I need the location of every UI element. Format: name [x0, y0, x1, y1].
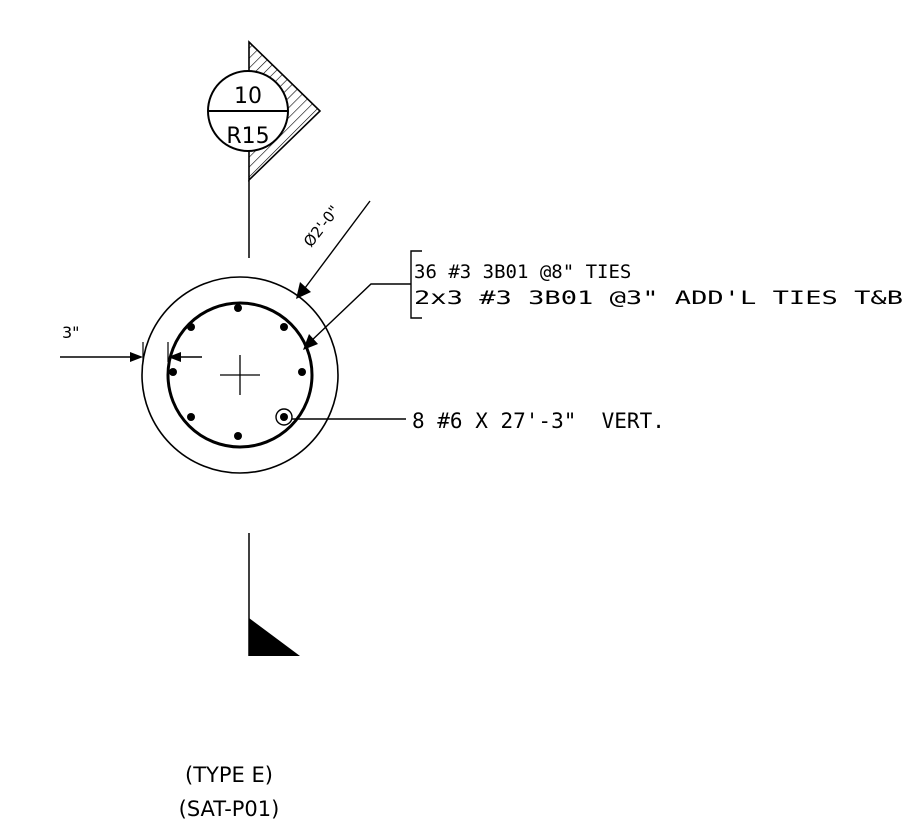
- cover-arrowhead-right: [168, 352, 181, 362]
- pier-tie-circle: [166, 301, 314, 449]
- diameter-arrowhead: [296, 282, 311, 299]
- cover-dimension: 3": [60, 323, 202, 362]
- diameter-leader: [301, 200, 371, 293]
- vertical-bars-note: 8 #6 X 27'-3" VERT.: [412, 409, 665, 433]
- section-marker-sheet-ref: R15: [226, 124, 269, 149]
- ties-leader: [308, 283, 411, 344]
- cover-arrowhead-left: [130, 352, 143, 362]
- ties-callout: 36 #3 3B01 @8" TIES 2x3 #3 3B01 @3" ADD'…: [303, 250, 903, 350]
- pier-schedule-ref: (SAT-P01): [179, 797, 280, 821]
- rebar-dot: [169, 368, 177, 376]
- pier-outer-circle: [141, 276, 339, 474]
- rebar-dot: [234, 432, 242, 440]
- rebar-dot: [187, 413, 195, 421]
- ties-note-line-2: 2x3 #3 3B01 @3" ADD'L TIES T&B: [414, 287, 903, 309]
- rebar-callout-ring: [275, 408, 293, 426]
- rebar-dot: [187, 323, 195, 331]
- rebar-dot: [280, 323, 288, 331]
- rebar-dot-tagged: [280, 413, 288, 421]
- diameter-dimension: Ø2'-0": [296, 200, 371, 299]
- cover-label: 3": [62, 323, 80, 342]
- section-cut-bottom: [248, 533, 300, 656]
- rebar-dot: [298, 368, 306, 376]
- rebar-dot: [234, 304, 242, 312]
- vertical-bars-callout: 8 #6 X 27'-3" VERT.: [292, 409, 665, 433]
- ties-bracket: [410, 250, 422, 319]
- section-marker-top-number: 10: [234, 84, 262, 109]
- ties-arrowhead: [303, 334, 318, 350]
- pier-type-caption: (TYPE E): [185, 763, 273, 787]
- pier-section: [141, 276, 339, 474]
- ties-note-line-1: 36 #3 3B01 @8" TIES: [414, 261, 631, 283]
- section-cut-marker: 10 R15: [207, 40, 322, 182]
- diameter-label: Ø2'-0": [300, 202, 343, 250]
- cut-marker-triangle: [249, 618, 300, 656]
